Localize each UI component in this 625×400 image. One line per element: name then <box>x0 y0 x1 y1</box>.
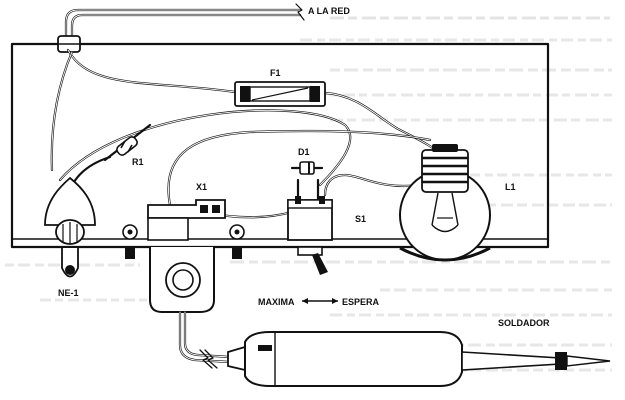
fuse-label: F1 <box>270 68 281 78</box>
diode-d1 <box>290 161 324 175</box>
iron-holder <box>149 247 215 313</box>
resistor-label: R1 <box>132 157 144 167</box>
resistor-r1 <box>103 123 152 162</box>
switch-s1 <box>287 196 333 275</box>
transformer-x1 <box>122 199 245 259</box>
transformer-label: X1 <box>196 182 207 192</box>
neon-lamp-ne1 <box>44 176 96 278</box>
max-label: MAXIMA <box>258 297 295 307</box>
mains-cable <box>57 3 305 53</box>
lamp-l1 <box>399 144 491 262</box>
diode-label: D1 <box>298 147 310 157</box>
soldering-iron <box>227 331 611 387</box>
neon-label: NE-1 <box>58 288 79 298</box>
fuse-f1 <box>234 81 326 107</box>
standby-label: ESPERA <box>342 297 380 307</box>
iron-label: SOLDADOR <box>498 318 550 328</box>
mains-label: A LA RED <box>308 6 350 16</box>
direction-arrow <box>302 298 338 304</box>
lamp-label: L1 <box>505 182 516 192</box>
internal-wiring <box>50 48 447 219</box>
switch-label: S1 <box>355 214 366 224</box>
iron-cable <box>178 310 232 369</box>
